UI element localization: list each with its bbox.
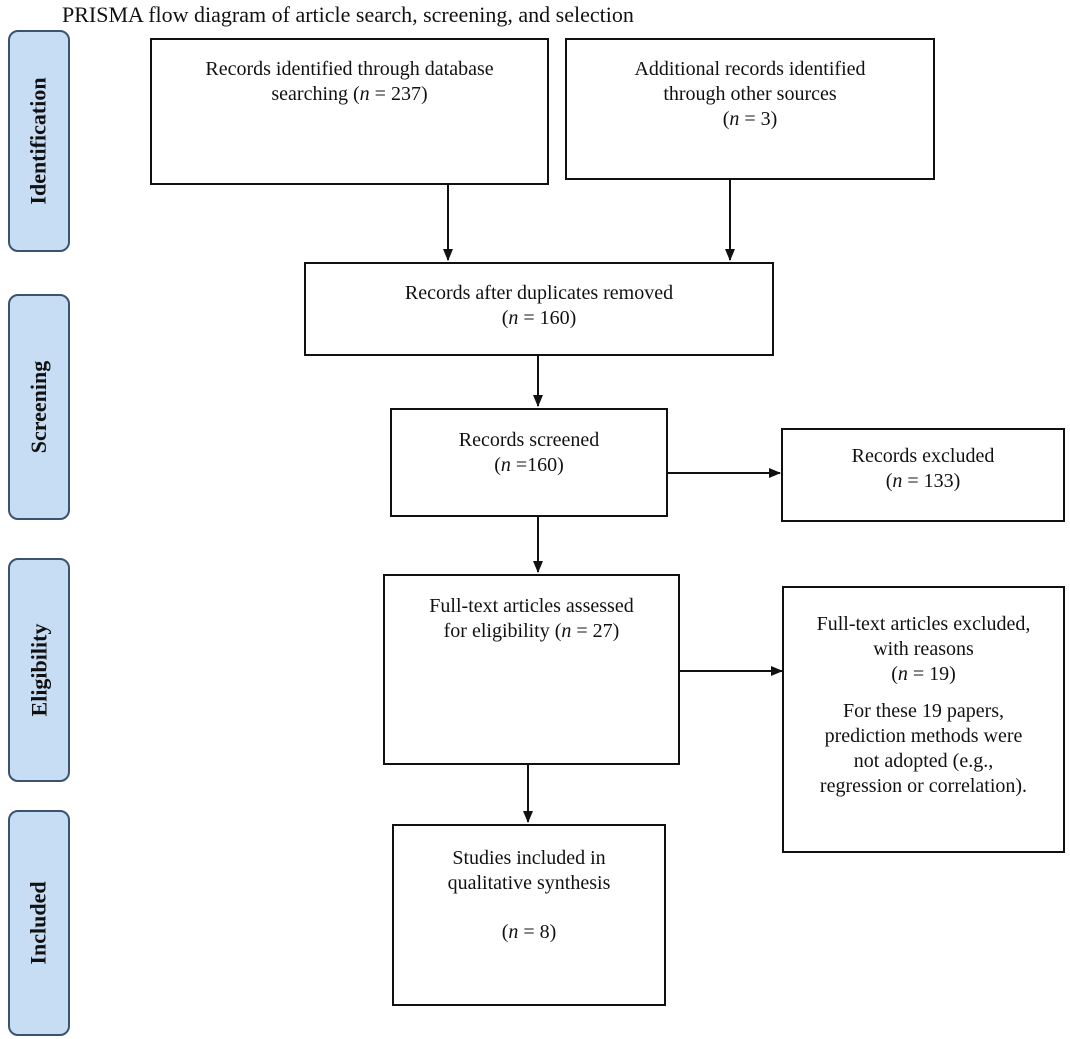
fulltext-excluded-count: (n = 19) — [891, 663, 956, 685]
fulltext-assessed-line2: for eligibility (n = 27) — [443, 620, 620, 642]
fulltext-excluded-reason2: prediction methods were — [824, 725, 1023, 747]
records-screened-line1: Records screened — [458, 429, 600, 451]
fulltext-excluded-line2: with reasons — [873, 638, 974, 660]
fulltext-excluded-reason3: not adopted (e.g., — [853, 750, 994, 772]
fulltext-excluded-line1: Full-text articles excluded, — [816, 613, 1031, 635]
records-excluded-count: (n = 133) — [885, 470, 961, 492]
diagram-title: PRISMA flow diagram of article search, s… — [62, 2, 634, 27]
box-fulltext-assessed: Full-text articles assessed for eligibil… — [383, 574, 680, 765]
box-other-sources: Additional records identified through ot… — [565, 38, 935, 180]
records-excluded-line1: Records excluded — [851, 445, 995, 467]
records-screened-count: (n =160) — [494, 454, 564, 476]
box-records-screened: Records screened (n =160) — [390, 408, 668, 517]
stage-screening: Screening — [8, 294, 70, 520]
box-records-excluded: Records excluded (n = 133) — [781, 428, 1065, 522]
fulltext-excluded-reason4: regression or correlation). — [819, 775, 1028, 797]
studies-included-line2: qualitative synthesis — [447, 872, 611, 894]
fulltext-assessed-line1: Full-text articles assessed — [429, 595, 634, 617]
box-fulltext-excluded: Full-text articles excluded, with reason… — [782, 586, 1065, 853]
box-after-duplicates: Records after duplicates removed (n = 16… — [304, 262, 774, 356]
fulltext-excluded-reason1: For these 19 papers, — [842, 700, 1005, 722]
box-database-records: Records identified through database sear… — [150, 38, 549, 185]
other-sources-count: (n = 3) — [722, 108, 778, 130]
box-studies-included: Studies included in qualitative synthesi… — [392, 824, 666, 1006]
database-records-line1: Records identified through database — [205, 58, 494, 80]
after-duplicates-count: (n = 160) — [501, 307, 577, 329]
after-duplicates-line1: Records after duplicates removed — [404, 282, 674, 304]
database-records-line2: searching (n = 237) — [271, 83, 428, 105]
studies-included-line1: Studies included in — [452, 847, 606, 869]
stage-eligibility: Eligibility — [8, 558, 70, 782]
other-sources-line1: Additional records identified — [634, 58, 866, 80]
studies-included-count: (n = 8) — [501, 921, 557, 943]
stage-included: Included — [8, 810, 70, 1036]
other-sources-line2: through other sources — [663, 83, 837, 105]
stage-identification: Identification — [8, 30, 70, 252]
